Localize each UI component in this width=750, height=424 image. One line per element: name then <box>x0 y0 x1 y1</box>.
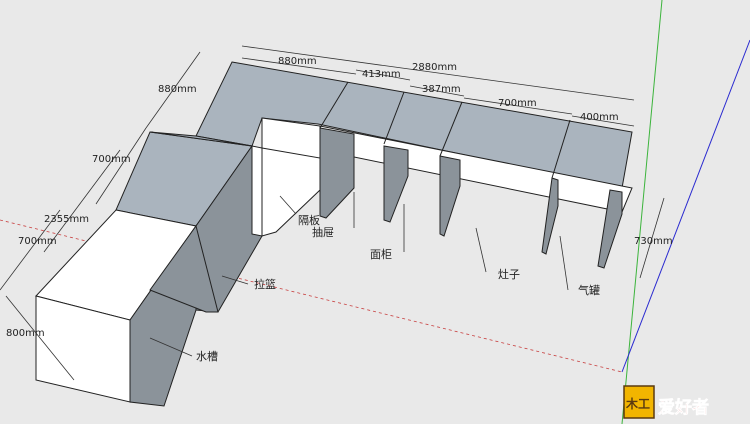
dimension-lines <box>0 45 665 381</box>
label-pull-basket: 拉篮 <box>254 277 276 291</box>
dim-top-400: 400mm <box>580 112 619 123</box>
divider-panel-3 <box>439 155 461 237</box>
top-seam-4 <box>551 119 571 179</box>
dim-top-387: 387mm <box>422 84 461 95</box>
label-partition: 隔板 <box>298 213 320 227</box>
drawer-box <box>261 147 321 237</box>
dim-left-700b: 700mm <box>18 236 57 247</box>
top-seam-1 <box>319 81 349 129</box>
dim-top-2880: 2880mm <box>412 62 457 73</box>
green-axis <box>621 0 663 424</box>
divider-panel-1 <box>319 127 355 219</box>
divider-panel-2 <box>383 145 409 223</box>
dim-top-413: 413mm <box>362 69 401 80</box>
top-seam-2 <box>383 91 405 145</box>
label-sink: 水槽 <box>196 350 218 363</box>
divider-panel-5 <box>597 189 623 269</box>
dim-top-880: 880mm <box>278 56 317 67</box>
pull-basket-front <box>149 224 219 313</box>
label-stove: 灶子 <box>498 268 520 281</box>
dim-left-800: 800mm <box>6 328 45 339</box>
dim-left-2355: 2355mm <box>44 214 89 225</box>
top-seam-3 <box>439 101 463 157</box>
label-face-cabinet: 面柜 <box>370 248 392 261</box>
label-drawer: 抽屉 <box>312 225 334 239</box>
short-counter-top-back <box>149 131 253 147</box>
dim-left-880: 880mm <box>158 84 197 95</box>
partition-panel <box>251 145 263 237</box>
dim-left-700: 700mm <box>92 154 131 165</box>
dim-top-700: 700mm <box>498 98 537 109</box>
blue-axis <box>621 39 750 373</box>
dim-right-730: 730mm <box>634 236 673 247</box>
divider-panel-4 <box>541 177 559 255</box>
watermark-text: 爱好者 <box>658 397 709 418</box>
watermark-logo: 木工 爱好者 <box>623 385 709 419</box>
leader-lines <box>149 192 569 357</box>
watermark-glyph: 木工 <box>625 396 650 411</box>
red-axis <box>0 219 623 373</box>
label-gas-tank: 气罐 <box>578 283 600 297</box>
